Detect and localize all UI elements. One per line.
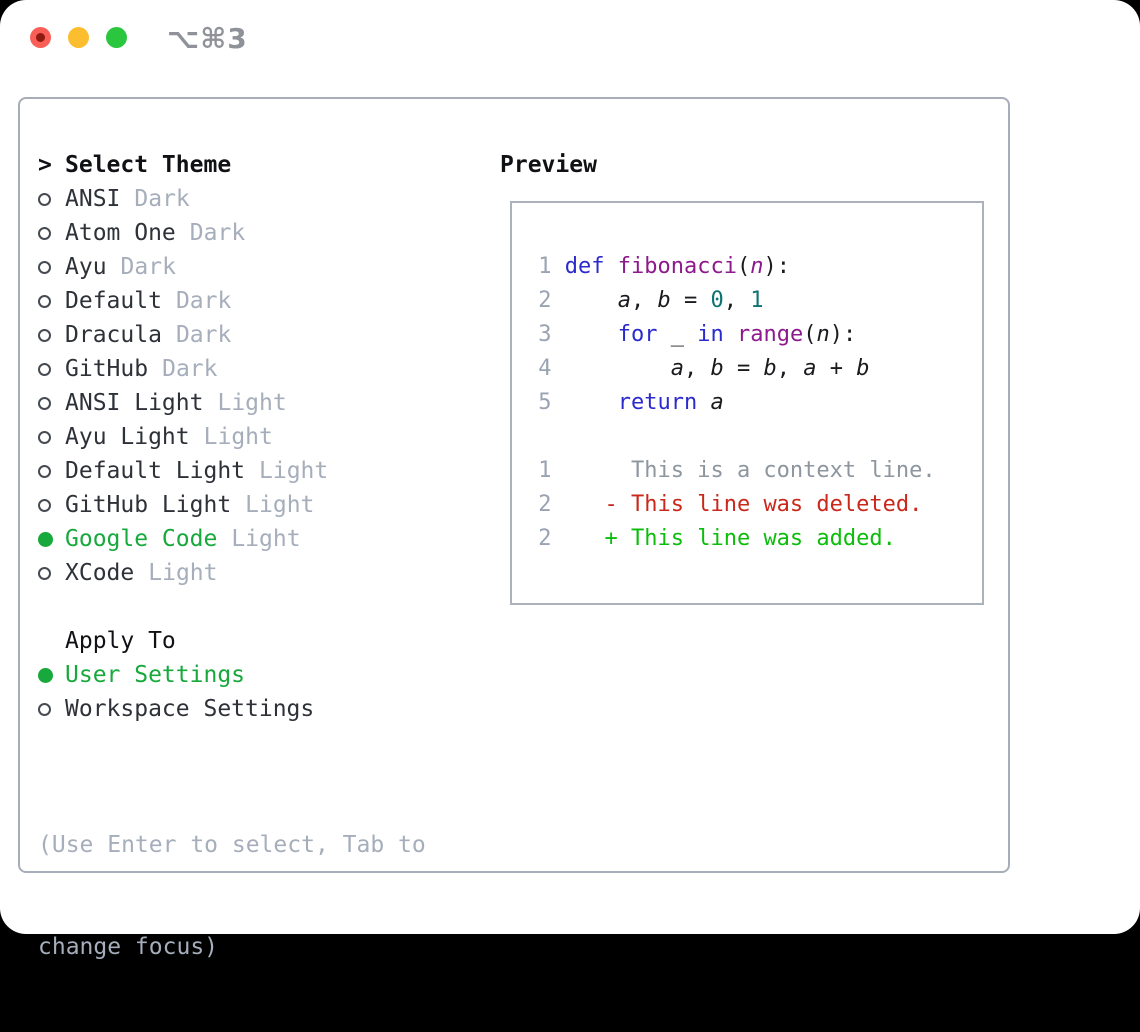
code-line: 2 a, b = 0, 1 bbox=[525, 288, 764, 313]
option-variant-label: Light bbox=[231, 526, 301, 552]
code-line: 2 - This line was deleted. bbox=[525, 492, 923, 517]
radio-selected-icon bbox=[38, 667, 53, 683]
radio-icon bbox=[38, 294, 51, 308]
theme-option[interactable]: Ayu Dark bbox=[38, 250, 328, 284]
minimize-button[interactable] bbox=[68, 27, 89, 48]
radio-icon bbox=[38, 192, 51, 206]
radio-icon bbox=[38, 260, 51, 274]
radio-icon bbox=[38, 498, 51, 512]
theme-option[interactable]: Default Dark bbox=[38, 284, 328, 318]
option-variant-label: Light bbox=[148, 560, 218, 586]
theme-option[interactable]: XCode Light bbox=[38, 556, 328, 590]
theme-option[interactable]: Google Code Light bbox=[38, 522, 328, 556]
radio-icon bbox=[38, 430, 51, 444]
traffic-lights bbox=[30, 27, 127, 48]
option-variant-label: Light bbox=[217, 390, 287, 416]
apply-to-title: Apply To bbox=[65, 628, 176, 654]
code-preview: 1 def fibonacci(n): 2 a, b = 0, 1 3 for … bbox=[512, 203, 982, 556]
code-line bbox=[525, 420, 982, 454]
help-text: (Use Enter to select, Tab to change focu… bbox=[38, 760, 426, 1032]
option-label: GitHub Light bbox=[65, 492, 232, 518]
code-line: 1 This is a context line. bbox=[525, 458, 936, 483]
focus-caret-icon: > bbox=[38, 152, 52, 178]
option-label: Dracula bbox=[65, 322, 162, 348]
zoom-button[interactable] bbox=[106, 27, 127, 48]
radio-icon bbox=[38, 702, 51, 716]
apply-to-option[interactable]: User Settings bbox=[38, 658, 314, 692]
option-label: ANSI bbox=[65, 186, 121, 212]
theme-option[interactable]: Atom One Dark bbox=[38, 216, 328, 250]
option-label: Default bbox=[65, 288, 162, 314]
close-dot-icon bbox=[36, 33, 45, 42]
option-label: Default Light bbox=[65, 458, 246, 484]
option-label: Ayu Light bbox=[65, 424, 190, 450]
close-button[interactable] bbox=[30, 27, 51, 48]
code-line: 4 a, b = b, a + b bbox=[525, 356, 870, 381]
theme-option[interactable]: Dracula Dark bbox=[38, 318, 328, 352]
theme-option[interactable]: ANSI Light Light bbox=[38, 386, 328, 420]
theme-option[interactable]: GitHub Light Light bbox=[38, 488, 328, 522]
option-variant-label: Dark bbox=[175, 322, 232, 348]
radio-icon bbox=[38, 566, 51, 580]
code-line: 3 for _ in range(n): bbox=[525, 322, 857, 347]
option-label: XCode bbox=[65, 560, 135, 586]
apply-to-option[interactable]: Workspace Settings bbox=[38, 692, 314, 726]
option-variant-label: Light bbox=[245, 492, 315, 518]
theme-option[interactable]: ANSI Dark bbox=[38, 182, 328, 216]
code-line: 5 return a bbox=[525, 390, 724, 415]
preview-box: 1 def fibonacci(n): 2 a, b = 0, 1 3 for … bbox=[510, 201, 984, 605]
option-label: Atom One bbox=[65, 220, 176, 246]
option-label: ANSI Light bbox=[65, 390, 204, 416]
code-line: 1 def fibonacci(n): bbox=[525, 254, 790, 279]
select-theme-title: Select Theme bbox=[65, 152, 232, 178]
theme-option[interactable]: Ayu Light Light bbox=[38, 420, 328, 454]
radio-icon bbox=[38, 362, 51, 376]
window-title-shortcut: ⌥⌘3 bbox=[167, 22, 248, 55]
preview-title: Preview bbox=[500, 152, 597, 178]
option-label: User Settings bbox=[65, 662, 246, 688]
option-variant-label: Dark bbox=[189, 220, 246, 246]
select-theme-header: > Select Theme bbox=[38, 148, 328, 182]
radio-icon bbox=[38, 464, 51, 478]
option-label: Workspace Settings bbox=[65, 696, 315, 722]
theme-option[interactable]: GitHub Dark bbox=[38, 352, 328, 386]
radio-icon bbox=[38, 226, 51, 240]
option-variant-label: Dark bbox=[175, 288, 232, 314]
radio-icon bbox=[38, 328, 51, 342]
option-label: Ayu bbox=[65, 254, 107, 280]
radio-selected-icon bbox=[38, 531, 53, 547]
help-line-1: (Use Enter to select, Tab to bbox=[38, 832, 426, 858]
option-label: GitHub bbox=[65, 356, 149, 382]
option-variant-label: Dark bbox=[162, 356, 218, 382]
option-variant-label: Light bbox=[203, 424, 273, 450]
code-line: 2 + This line was added. bbox=[525, 526, 896, 551]
apply-to-header: Apply To bbox=[38, 624, 314, 658]
theme-option[interactable]: Default Light Light bbox=[38, 454, 328, 488]
radio-icon bbox=[38, 396, 51, 410]
option-variant-label: Light bbox=[259, 458, 329, 484]
option-variant-label: Dark bbox=[120, 254, 176, 280]
option-variant-label: Dark bbox=[134, 186, 190, 212]
help-line-2: change focus) bbox=[38, 934, 219, 960]
option-label: Google Code bbox=[65, 526, 218, 552]
